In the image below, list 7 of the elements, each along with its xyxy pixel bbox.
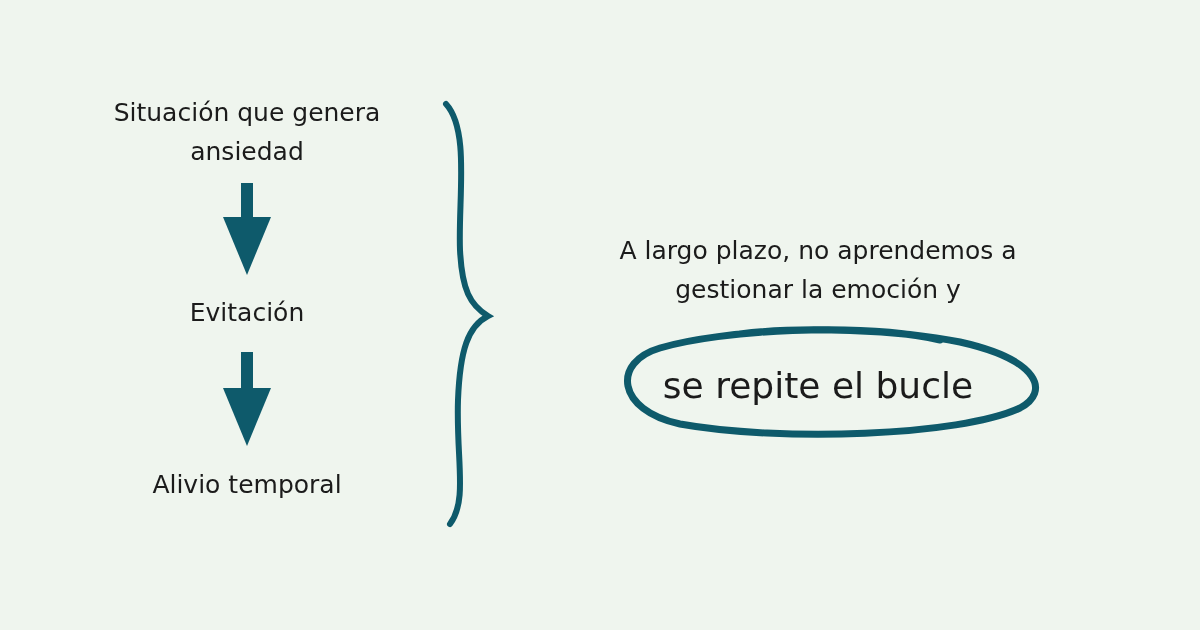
arrow — [223, 183, 271, 275]
node-text: Situación que genera ansiedad — [112, 96, 382, 168]
node-text: Alivio temporal — [152, 468, 342, 501]
node-text: A largo plazo, no aprendemos a gestionar la emoción y — [618, 235, 1018, 306]
node-text: se repite el bucle — [662, 364, 974, 409]
arrow — [223, 352, 271, 446]
node-text: Evitación — [189, 297, 305, 330]
